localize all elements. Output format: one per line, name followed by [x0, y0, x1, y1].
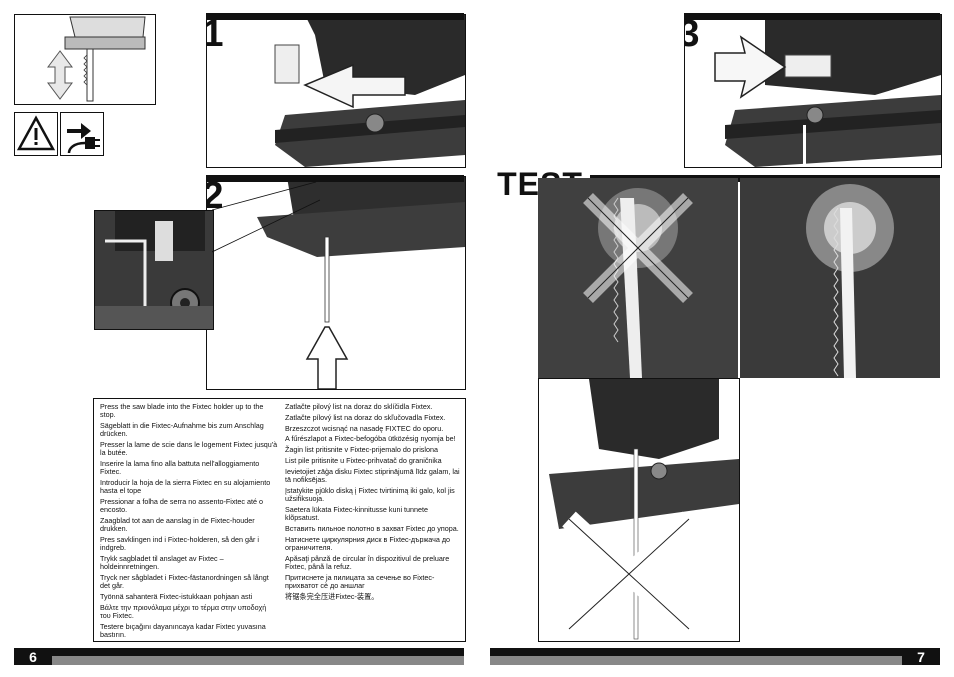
test-photo-wrong-bottom: [538, 378, 740, 642]
zoom-connector-lines: [212, 181, 321, 253]
instruction-text: Testere bıçağını dayanıncaya kadar Fixte…: [100, 621, 266, 639]
footer-bar-left: [14, 655, 464, 665]
instruction-text: Inserire la lama fino alla battuta nell'…: [100, 459, 260, 477]
instruction-text: Työnnä sahanterä Fixtec-istukkaan pohjaa…: [100, 592, 253, 601]
instructions-box: Press the saw blade into the Fixtec hold…: [93, 398, 466, 642]
instruction-text: Zaagblad tot aan de aanslag in de Fixtec…: [100, 516, 255, 534]
test-photo-wrong-top: [538, 178, 738, 378]
instruction-text: Ievietojiet zāģa disku Fixtec stiprināju…: [285, 466, 460, 484]
instruction-text: Apăsaţi pânză de circular în dispozitivu…: [285, 553, 450, 571]
instruction-text: Tryck ner sågbladet i Fixtec-fästanordni…: [100, 573, 269, 591]
test-photo-correct: [740, 178, 940, 378]
instructions-left-column: Press the saw blade into the Fixtec hold…: [100, 402, 278, 642]
instruction-text: Pres savklingen ind i Fixtec-holderen, s…: [100, 535, 260, 553]
step-1-top-bar: [206, 13, 464, 20]
step-3-photo: [714, 15, 941, 167]
instruction-text: Натиснете циркулярния диск в Fixtec-държ…: [285, 534, 451, 552]
page-number-right: 7: [902, 648, 940, 665]
instruction-text: Pressionar a folha de serra no assento-F…: [100, 497, 264, 515]
unplug-icon: [60, 112, 104, 156]
instruction-text: Press the saw blade into the Fixtec hold…: [100, 402, 264, 420]
instruction-text: Įstatykite pjūklo diską į Fixtec tvirtin…: [285, 485, 455, 503]
instruction-text: Brzeszczot wcisnąć na nasadę FIXTEC do o…: [285, 423, 444, 433]
instruction-text: Βάλτε την πριονόλαμα μέχρι το τέρμα στην…: [100, 602, 267, 620]
step-1-photo: [265, 15, 465, 167]
cross-mark-icon: [562, 511, 696, 637]
footer-bar-right: [490, 655, 940, 665]
instruction-text: Вставить пильное полотно в захват Fixtec…: [285, 523, 459, 533]
instruction-text: Saetera lükata Fixtec-kinnitusse kuni tu…: [285, 504, 429, 522]
instruction-text: Притиснете ја пилицата за сечење во Fixt…: [285, 572, 435, 590]
instruction-text: A fűrészlapot a Fixtec-befogóba ütközési…: [285, 434, 456, 444]
warning-icon: [14, 112, 58, 156]
step-1-panel: 1: [206, 14, 466, 168]
footer-line-right: [490, 648, 940, 656]
instruction-text: Introducir la hoja de la sierra Fixtec e…: [100, 478, 271, 496]
page-number-left: 6: [14, 648, 52, 665]
instruction-text: Presser la lame de scie dans le logement…: [100, 440, 278, 458]
step-2-number: 2: [207, 177, 229, 215]
instruction-text: Zatlačte pílový list na doraz do skľučov…: [285, 412, 446, 422]
step-3-number: 3: [685, 15, 705, 53]
footer-line-left: [14, 648, 464, 656]
up-down-arrow-icon: [47, 50, 73, 100]
instruction-text: 将锯条完全压进Fixtec-装置。: [285, 591, 379, 601]
instruction-text: Trykk sagbladet til anslaget av Fixtec –…: [100, 554, 224, 572]
instruction-text: Zatlačte pilový list na doraz do sklíčid…: [285, 402, 433, 411]
step-2-zoom-inset: [94, 210, 214, 330]
step-3-top-bar: [684, 13, 940, 20]
blade-movement-illustration: [14, 14, 156, 105]
jigsaw-blade-sketch: [47, 16, 146, 102]
instruction-text: Žagin list pritisnite v Fixtec-prijemalo…: [285, 445, 438, 455]
step-3-panel: 3: [684, 14, 942, 168]
instructions-right-column: Zatlačte pilový list na doraz do sklíčid…: [285, 402, 461, 603]
step-1-number: 1: [207, 15, 229, 53]
instruction-text: List pile pritisnite u Fixtec-prihvatač …: [285, 455, 442, 465]
step-2-top-bar: [206, 175, 464, 182]
cross-mark-icon: [583, 193, 693, 303]
step-2-photo: [257, 177, 465, 389]
instruction-text: Sägeblatt in die Fixtec-Aufnahme bis zum…: [100, 421, 264, 439]
